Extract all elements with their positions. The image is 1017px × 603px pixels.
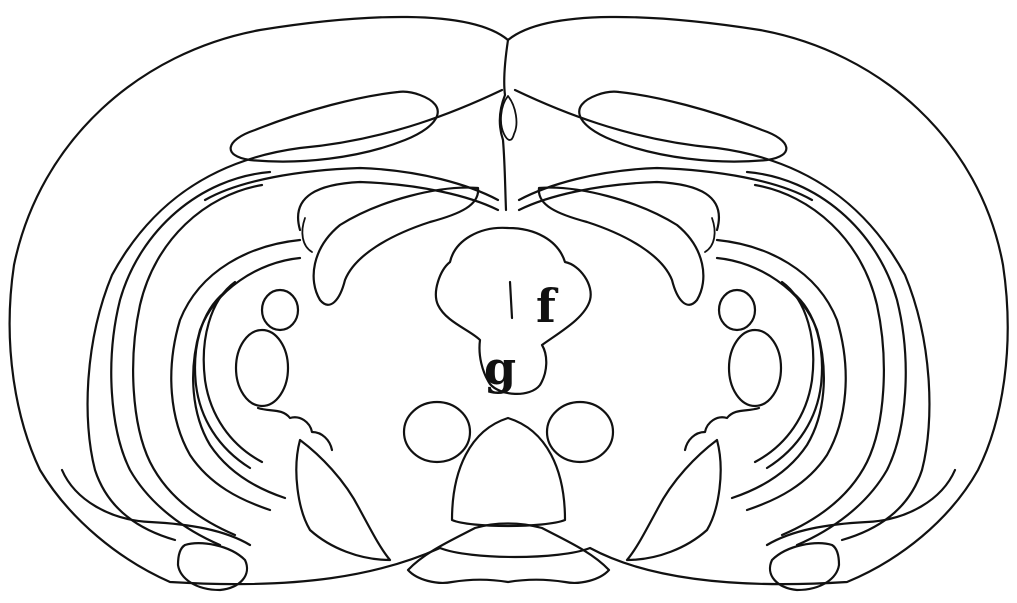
left-ventral-oval [404,402,470,462]
right-jagged-boundary [685,408,759,450]
right-band-4 [717,258,824,498]
right-band-6 [767,292,822,468]
left-ventral-lateral-region [296,440,390,560]
left-band-6 [195,292,250,468]
septal-bulb [501,96,517,140]
left-jagged-boundary [258,408,332,450]
label-tick [510,282,512,318]
left-cortex-inner-boundary [88,90,502,540]
outer-brain-outline [10,17,1008,584]
right-band-5 [755,282,813,462]
ventral-base [408,524,609,583]
right-lateral-wedge [705,218,715,252]
left-band-5 [204,282,262,462]
left-large-oval [236,330,288,406]
right-band-1 [747,172,906,545]
left-lateral-wedge [302,218,312,252]
label-f: f [536,279,559,333]
left-small-oval [262,290,298,330]
left-band-4 [193,258,300,498]
right-cortex-inner-boundary [515,90,929,540]
left-band-1 [111,172,270,545]
right-ventral-lateral-region [627,440,721,560]
label-g: g [484,341,516,395]
left-hippocampus-crescent [314,188,479,305]
right-ventral-oval [547,402,613,462]
right-hippocampus-crescent [539,188,704,305]
right-large-oval [729,330,781,406]
right-small-oval [719,290,755,330]
